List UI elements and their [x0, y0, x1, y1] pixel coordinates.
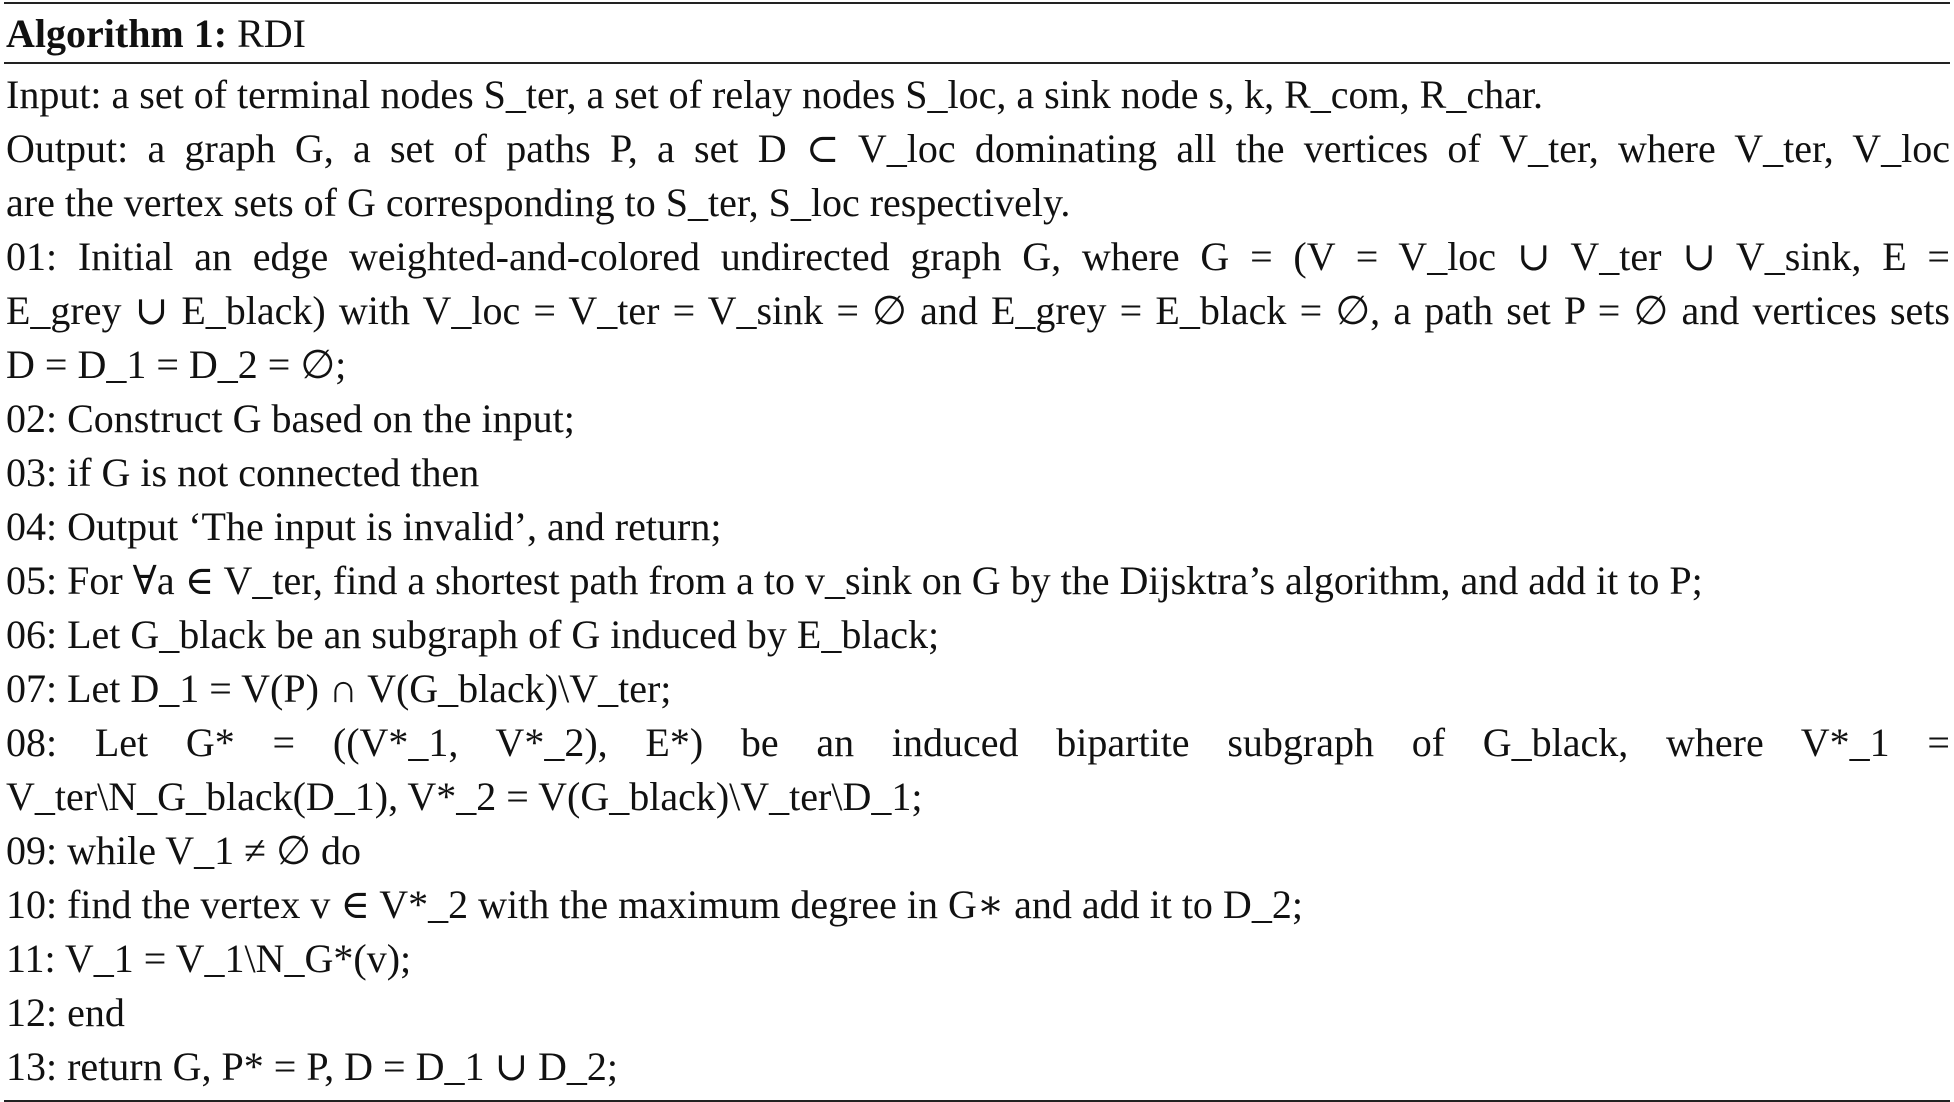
algorithm-label: Algorithm 1: — [6, 10, 228, 56]
header-rule — [4, 62, 1950, 64]
algorithm-line-07: 07: Let D_1 = V(P) ∩ V(G_black)\V_ter; — [6, 666, 672, 711]
algorithm-line-12: 12: end — [6, 990, 125, 1035]
algorithm-line-06: 06: Let G_black be an subgraph of G indu… — [6, 612, 940, 657]
algorithm-name: RDI — [237, 10, 306, 56]
algorithm-line-03: 03: if G is not connected then — [6, 450, 480, 495]
algorithm-line-08: 08: Let G* = ((V*_1, V*_2), E*) be an in… — [6, 720, 1950, 765]
algorithm-line-output: Output: a graph G, a set of paths P, a s… — [6, 126, 1950, 171]
algorithm-line-04: 04: Output ‘The input is invalid’, and r… — [6, 504, 722, 549]
algorithm-line-13: 13: return G, P* = P, D = D_1 ∪ D_2; — [6, 1044, 618, 1089]
algorithm-line-09: 09: while V_1 ≠ ∅ do — [6, 828, 361, 873]
algorithm-line-02: 02: Construct G based on the input; — [6, 396, 575, 441]
algorithm-line-output-cont: are the vertex sets of G corresponding t… — [6, 180, 1071, 225]
algorithm-line-input: Input: a set of terminal nodes S_ter, a … — [6, 72, 1543, 117]
algorithm-header: Algorithm 1: RDI — [4, 4, 1950, 62]
algorithm-line-05: 05: For ∀a ∈ V_ter, find a shortest path… — [6, 558, 1703, 603]
algorithm-line-01-end: D = D_1 = D_2 = ∅; — [6, 342, 347, 387]
top-rule — [4, 2, 1950, 4]
algorithm-block: Algorithm 1: RDI Input: a set of termina… — [4, 0, 1950, 1102]
algorithm-line-10: 10: find the vertex v ∈ V*_2 with the ma… — [6, 882, 1303, 927]
algorithm-line-11: 11: V_1 = V_1\N_G*(v); — [6, 936, 412, 981]
algorithm-body: Input: a set of terminal nodes S_ter, a … — [4, 64, 1950, 1094]
algorithm-line-01: 01: Initial an edge weighted-and-colored… — [6, 234, 1950, 279]
algorithm-line-01-cont: E_grey ∪ E_black) with V_loc = V_ter = V… — [6, 288, 1950, 333]
algorithm-line-08-cont: V_ter\N_G_black(D_1), V*_2 = V(G_black)\… — [6, 774, 923, 819]
